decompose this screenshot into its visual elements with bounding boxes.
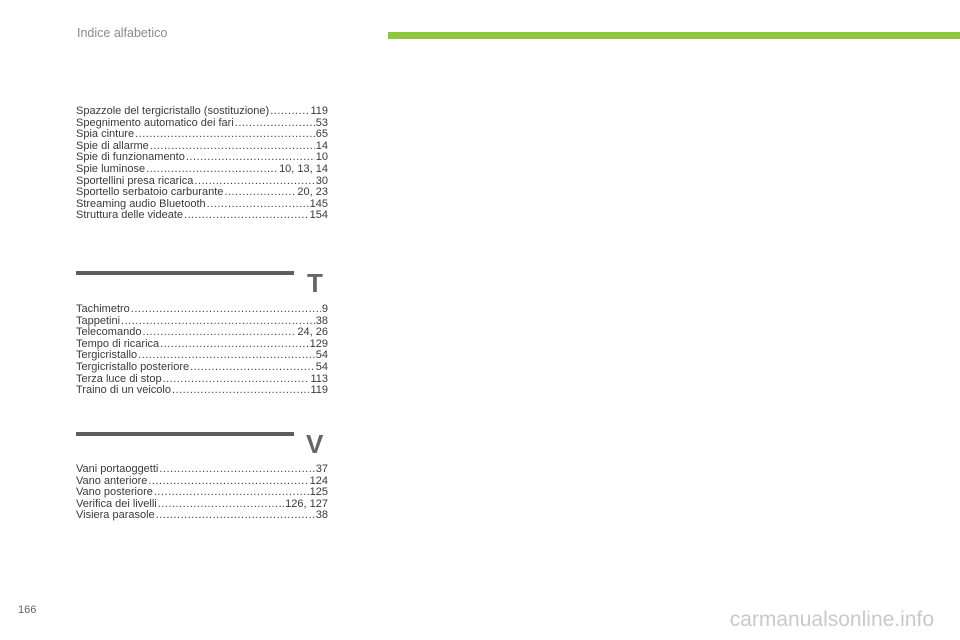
index-entry[interactable]: Spie di allarme 14 <box>76 139 328 153</box>
entry-term: Spazzole del tergicristallo (sostituzion… <box>76 105 270 117</box>
entry-pages: 38 <box>315 509 328 522</box>
leader-dots <box>224 187 296 199</box>
index-entry[interactable]: Spia cinture 65 <box>76 129 328 141</box>
entry-term: Vano posteriore <box>76 486 153 499</box>
entry-pages: 119 <box>310 105 328 117</box>
entry-pages: 65 <box>315 128 328 141</box>
entry-pages: 119 <box>310 384 328 397</box>
entry-pages: 126, 127 <box>285 497 328 510</box>
index-entry[interactable]: Tappetini 38 <box>76 314 328 328</box>
entry-term: Telecomando <box>76 326 142 339</box>
section-divider-t <box>76 271 294 275</box>
index-entry[interactable]: Spazzole del tergicristallo (sostituzion… <box>76 105 328 118</box>
index-entry[interactable]: Struttura delle videate 154 <box>76 210 328 222</box>
index-entry[interactable]: Telecomando 24, 26 <box>76 327 328 339</box>
watermark-text: carmanualsonline.info <box>729 608 934 631</box>
leader-dots <box>156 510 315 522</box>
index-entry[interactable]: Vani portaoggetti 37 <box>76 463 328 476</box>
index-section-v: Vani portaoggetti 37 Vano anteriore 124 Va… <box>76 463 328 522</box>
entry-term: Streaming audio Bluetooth <box>76 197 206 210</box>
entry-pages: 10 <box>315 151 328 164</box>
index-entry[interactable]: Spie di funzionamento 10 <box>76 152 328 164</box>
section-letter-v: V <box>306 429 324 459</box>
entry-term: Tergicristallo <box>76 349 138 362</box>
index-entry[interactable]: Tachimetro 9 <box>76 303 328 316</box>
page-number: 166 <box>18 604 37 616</box>
entry-pages: 14 <box>315 139 328 152</box>
leader-dots <box>135 129 315 141</box>
entry-term: Tachimetro <box>76 303 130 315</box>
leader-dots <box>172 385 309 397</box>
index-entry[interactable]: Spegnimento automatico dei fari 53 <box>76 116 328 130</box>
entry-pages: 38 <box>315 314 328 327</box>
entry-term: Struttura delle videate <box>76 209 184 222</box>
index-section-t: Tachimetro 9 Tappetini 38 Telecomando 24, 2… <box>76 303 328 397</box>
index-entry[interactable]: Vano posteriore 125 <box>76 487 328 499</box>
index-entry[interactable]: Streaming audio Bluetooth 145 <box>76 197 328 211</box>
index-entry[interactable]: Terza luce di stop 113 <box>76 372 328 386</box>
section-letter-t: T <box>307 268 323 298</box>
entry-term: Tappetini <box>76 314 121 327</box>
leader-dots <box>148 476 308 488</box>
leader-dots <box>131 304 321 316</box>
entry-pages: 24, 26 <box>297 326 328 339</box>
entry-pages: 37 <box>315 463 328 475</box>
entry-pages: 53 <box>315 116 328 129</box>
entry-term: Terza luce di stop <box>76 372 162 385</box>
leader-dots <box>235 118 315 130</box>
index-entry[interactable]: Tergicristallo 54 <box>76 350 328 362</box>
entry-pages: 10, 13, 14 <box>279 162 328 175</box>
index-entry[interactable]: Tempo di ricarica 129 <box>76 337 328 351</box>
index-entry[interactable]: Sportellini presa ricarica 30 <box>76 174 328 188</box>
page-header-title: Indice alfabetico <box>77 26 168 40</box>
entry-term: Verifica dei livelli <box>76 497 157 510</box>
index-entry[interactable]: Sportello serbatoio carburante 20, 23 <box>76 187 328 199</box>
leader-dots <box>163 374 310 386</box>
section-divider-v <box>76 432 294 436</box>
entry-term: Spie di funzionamento <box>76 151 185 164</box>
entry-pages: 154 <box>309 209 328 222</box>
leader-dots <box>146 164 278 176</box>
entry-term: Vano anteriore <box>76 474 148 487</box>
index-entry[interactable]: Spie luminose 10, 13, 14 <box>76 162 328 176</box>
entry-term: Spie di allarme <box>76 139 149 152</box>
index-section-s: Spazzole del tergicristallo (sostituzion… <box>76 105 328 222</box>
entry-term: Tempo di ricarica <box>76 337 160 350</box>
leader-dots <box>160 339 309 351</box>
entry-term: Visiera parasole <box>76 509 155 522</box>
leader-dots <box>142 327 296 339</box>
entry-pages: 54 <box>315 360 328 373</box>
entry-term: Vani portaoggetti <box>76 463 159 475</box>
leader-dots <box>158 499 284 511</box>
index-entry[interactable]: Traino di un veicolo 119 <box>76 385 328 397</box>
entry-term: Spie luminose <box>76 162 146 175</box>
index-entry[interactable]: Tergicristallo posteriore 54 <box>76 360 328 374</box>
leader-dots <box>207 199 309 211</box>
entry-pages: 113 <box>310 372 328 385</box>
leader-dots <box>270 106 309 118</box>
entry-pages: 129 <box>309 337 328 350</box>
entry-pages: 54 <box>315 349 328 362</box>
entry-term: Traino di un veicolo <box>76 384 171 397</box>
index-entry[interactable]: Vano anteriore 124 <box>76 474 328 488</box>
entry-pages: 145 <box>309 197 328 210</box>
leader-dots <box>190 362 315 374</box>
leader-dots <box>121 316 315 328</box>
entry-term: Sportello serbatoio carburante <box>76 186 224 199</box>
entry-term: Spegnimento automatico dei fari <box>76 116 234 129</box>
entry-pages: 9 <box>321 303 328 315</box>
entry-pages: 30 <box>315 174 328 187</box>
index-entry[interactable]: Verifica dei livelli 126, 127 <box>76 497 328 511</box>
entry-term: Sportellini presa ricarica <box>76 174 194 187</box>
leader-dots <box>159 464 314 476</box>
header-accent-bar <box>388 32 960 39</box>
leader-dots <box>184 210 309 222</box>
index-entry[interactable]: Visiera parasole 38 <box>76 510 328 522</box>
entry-pages: 125 <box>309 486 328 499</box>
entry-term: Tergicristallo posteriore <box>76 360 190 373</box>
entry-pages: 20, 23 <box>297 186 328 199</box>
entry-pages: 124 <box>309 474 328 487</box>
entry-term: Spia cinture <box>76 128 135 141</box>
